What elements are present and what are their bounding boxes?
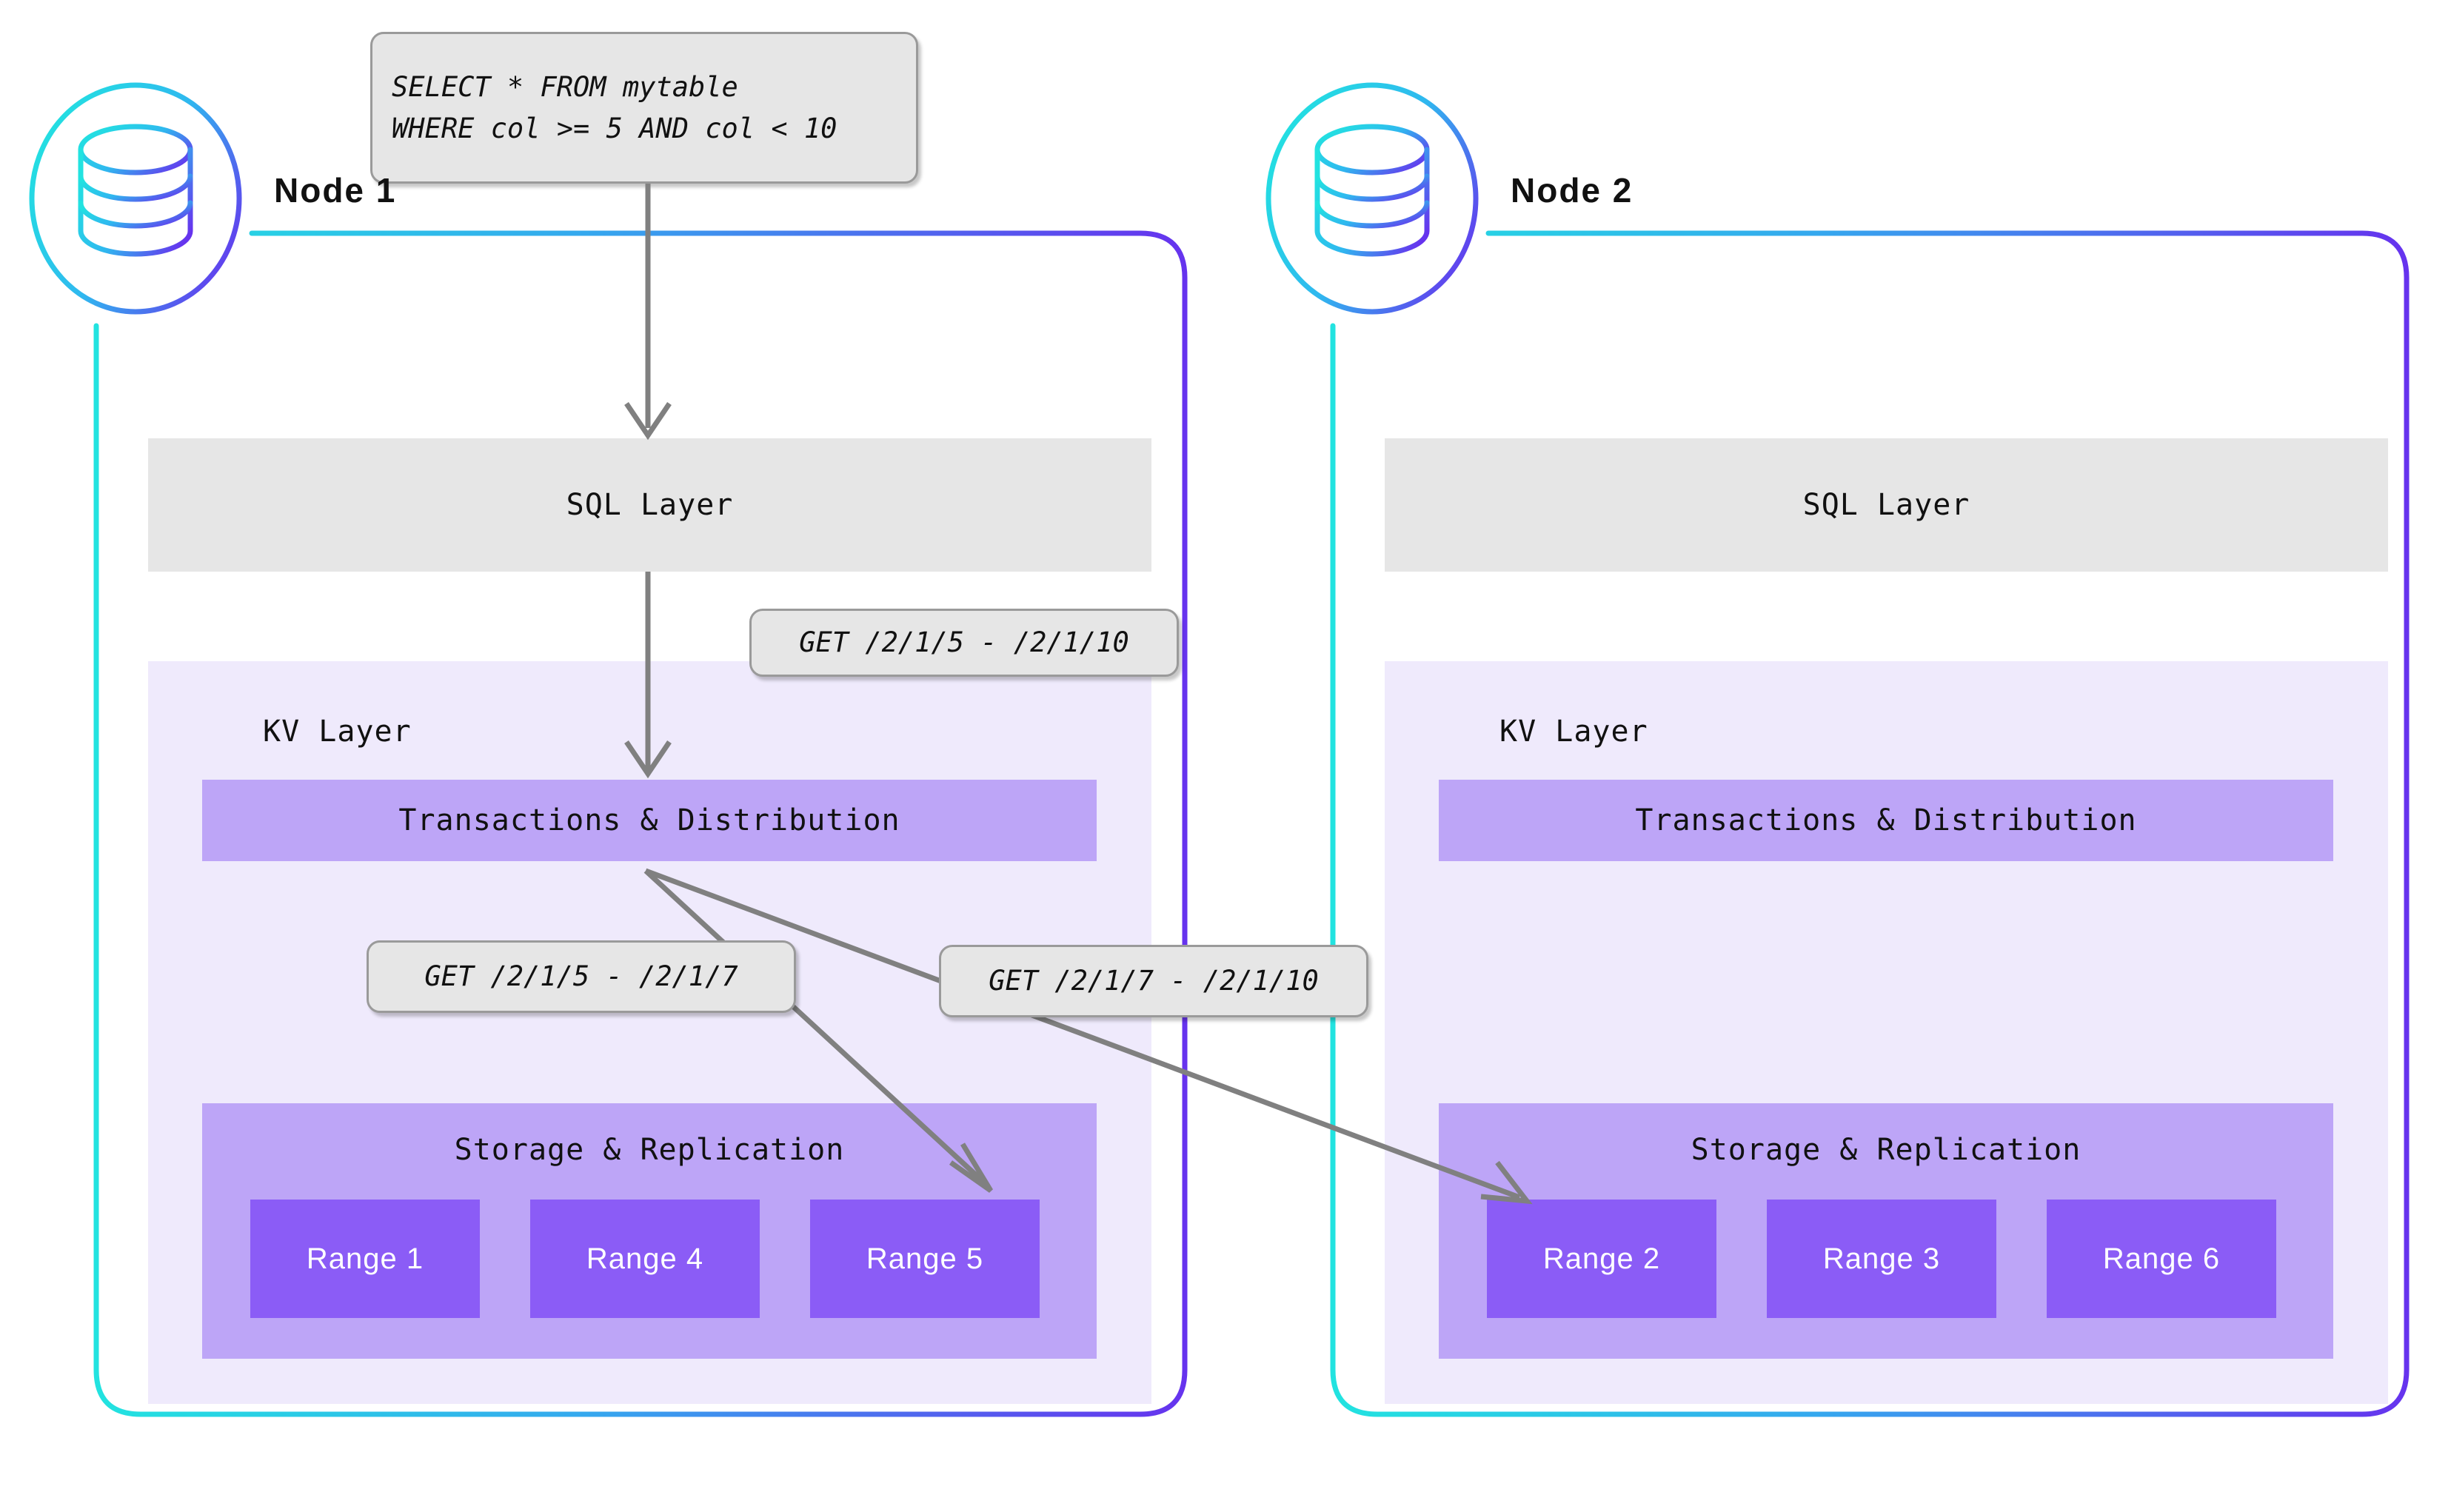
node-1-range-2-label: Range 5	[866, 1242, 984, 1275]
node-2-sql-layer-label: SQL Layer	[1802, 488, 1970, 522]
node-1-range-0-label: Range 1	[306, 1242, 424, 1275]
callout-range-remote-label: GET /2/1/7 - /2/1/10	[989, 965, 1319, 997]
node-1-sql-layer: SQL Layer	[148, 438, 1151, 572]
node-2-sql-layer: SQL Layer	[1385, 438, 2388, 572]
node-1-transactions-bar: Transactions & Distribution	[202, 780, 1097, 861]
node-1-label: Node 1	[274, 171, 397, 210]
callout-sql-to-kv: GET /2/1/5 - /2/1/10	[749, 609, 1179, 677]
node-2-range-0[interactable]: Range 2	[1487, 1200, 1716, 1318]
node-1-frame: Node 1	[0, 82, 1214, 1488]
node-2-storage-label: Storage & Replication	[1691, 1133, 2081, 1167]
node-1-transactions-label: Transactions & Distribution	[398, 803, 900, 837]
node-2-range-1-label: Range 3	[1822, 1242, 1941, 1275]
node-2-range-2-label: Range 6	[2102, 1242, 2221, 1275]
node-2-transactions-bar: Transactions & Distribution	[1439, 780, 2333, 861]
node-2-range-0-label: Range 2	[1542, 1242, 1661, 1275]
sql-query-line-1: SELECT * FROM mytable	[392, 71, 738, 103]
node-2-transactions-label: Transactions & Distribution	[1635, 803, 2137, 837]
sql-query-box: SELECT * FROM mytable WHERE col >= 5 AND…	[370, 32, 918, 184]
node-1-range-1[interactable]: Range 4	[530, 1200, 760, 1318]
callout-range-local: GET /2/1/5 - /2/1/7	[367, 940, 796, 1013]
node-1-kv-layer-label: KV Layer	[263, 715, 412, 749]
node-1-sql-layer-label: SQL Layer	[566, 488, 734, 522]
callout-range-remote: GET /2/1/7 - /2/1/10	[939, 945, 1368, 1017]
node-2-range-2[interactable]: Range 6	[2047, 1200, 2276, 1318]
sql-query-line-2: WHERE col >= 5 AND col < 10	[392, 112, 837, 144]
node-1-range-2[interactable]: Range 5	[810, 1200, 1040, 1318]
node-2-range-1[interactable]: Range 3	[1767, 1200, 1996, 1318]
node-2-label: Node 2	[1511, 171, 1634, 210]
callout-sql-to-kv-label: GET /2/1/5 - /2/1/10	[799, 626, 1129, 659]
node-1-range-1-label: Range 4	[586, 1242, 704, 1275]
callout-range-local-label: GET /2/1/5 - /2/1/7	[424, 960, 738, 993]
node-1-storage-label: Storage & Replication	[454, 1133, 845, 1167]
node-2-frame: Node 2	[1237, 82, 2451, 1488]
node-1-range-0[interactable]: Range 1	[250, 1200, 480, 1318]
node-2-kv-layer-label: KV Layer	[1499, 715, 1648, 749]
